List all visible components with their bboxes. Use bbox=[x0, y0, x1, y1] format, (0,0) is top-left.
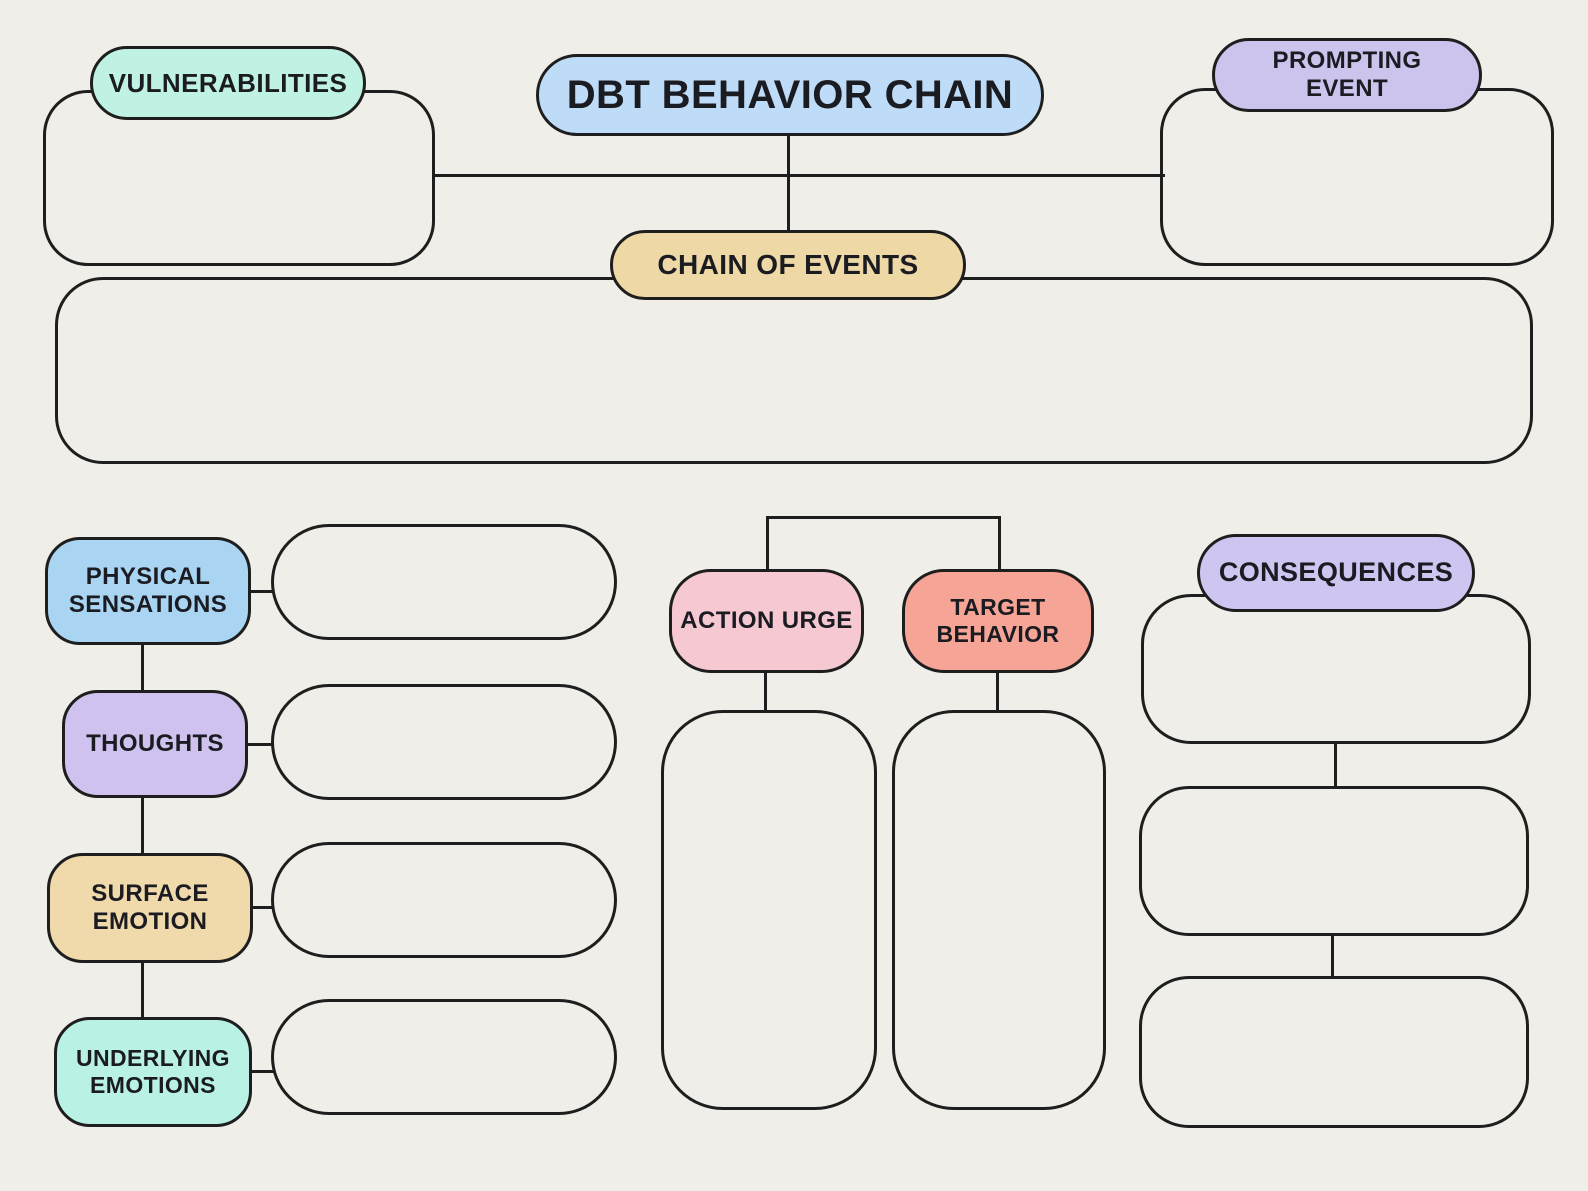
vulnerabilities-label: VULNERABILITIES bbox=[90, 46, 366, 120]
action-urge-write-in-box[interactable] bbox=[661, 710, 877, 1110]
connector-target-behavior-to-box bbox=[996, 671, 999, 712]
connector-consequences-box2-to-box3 bbox=[1331, 934, 1334, 978]
underlying-emotions-write-in-box[interactable] bbox=[271, 999, 617, 1115]
consequences-write-in-box-2[interactable] bbox=[1139, 786, 1529, 936]
connector-surface-emotion-to-underlying-emotions bbox=[141, 961, 144, 1019]
thoughts-label: THOUGHTS bbox=[62, 690, 248, 798]
bracket-right-drop-to-target-behavior bbox=[998, 516, 1001, 572]
prompting-event-write-in-box[interactable] bbox=[1160, 88, 1554, 266]
action-urge-label: ACTION URGE bbox=[669, 569, 864, 673]
target-behavior-label: TARGET BEHAVIOR bbox=[902, 569, 1094, 673]
physical-sensations-write-in-box[interactable] bbox=[271, 524, 617, 640]
chain-of-events-write-in-box[interactable] bbox=[55, 277, 1533, 464]
connector-physical-sensations-to-box bbox=[248, 590, 274, 593]
connector-physical-sensations-to-thoughts bbox=[141, 644, 144, 692]
target-behavior-write-in-box[interactable] bbox=[892, 710, 1106, 1110]
connector-surface-emotion-to-box bbox=[250, 906, 274, 909]
connector-thoughts-to-surface-emotion bbox=[141, 796, 144, 855]
surface-emotion-label: SURFACE EMOTION bbox=[47, 853, 253, 963]
underlying-emotions-label: UNDERLYING EMOTIONS bbox=[54, 1017, 252, 1127]
connector-title-to-chain-of-events bbox=[787, 134, 790, 234]
diagram-title: DBT BEHAVIOR CHAIN bbox=[536, 54, 1044, 136]
physical-sensations-label: PHYSICAL SENSATIONS bbox=[45, 537, 251, 645]
prompting-event-label: PROMPTING EVENT bbox=[1212, 38, 1482, 112]
consequences-write-in-box-1[interactable] bbox=[1141, 594, 1531, 744]
consequences-write-in-box-3[interactable] bbox=[1139, 976, 1529, 1128]
surface-emotion-write-in-box[interactable] bbox=[271, 842, 617, 958]
consequences-label: CONSEQUENCES bbox=[1197, 534, 1475, 612]
connector-consequences-box1-to-box2 bbox=[1334, 742, 1337, 788]
connector-thoughts-to-box bbox=[245, 743, 274, 746]
bracket-left-drop-to-action-urge bbox=[766, 516, 769, 572]
bracket-top-line bbox=[766, 516, 1001, 519]
connector-action-urge-to-box bbox=[764, 671, 767, 712]
thoughts-write-in-box[interactable] bbox=[271, 684, 617, 800]
connector-underlying-emotions-to-box bbox=[250, 1070, 274, 1073]
connector-vulnerabilities-to-prompting-event bbox=[435, 174, 1165, 177]
chain-of-events-label: CHAIN OF EVENTS bbox=[610, 230, 966, 300]
